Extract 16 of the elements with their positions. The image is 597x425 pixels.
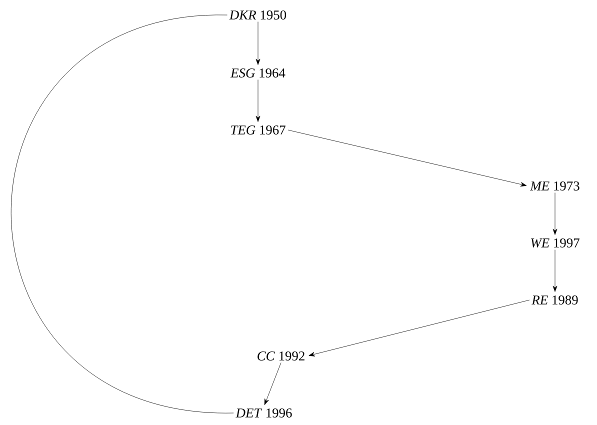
year-label: CC 1992 [258,351,304,360]
arrow [256,22,260,65]
year-label: DET 1996 [236,408,292,418]
arrow [264,362,282,405]
year-label: RE 1989 [532,295,578,305]
year-label: ME 1973 [530,181,580,190]
year-label: ESG 1964 [230,68,286,78]
year-label: DKR 1950 [229,10,286,20]
arrow [256,80,260,122]
arrow [552,250,558,292]
curved-line [10,14,234,414]
arrow [308,300,530,356]
year-label: WE 1997 [531,238,580,248]
arrow [288,130,527,187]
year-label: TEG 1967 [231,125,286,134]
arrow [552,192,558,235]
